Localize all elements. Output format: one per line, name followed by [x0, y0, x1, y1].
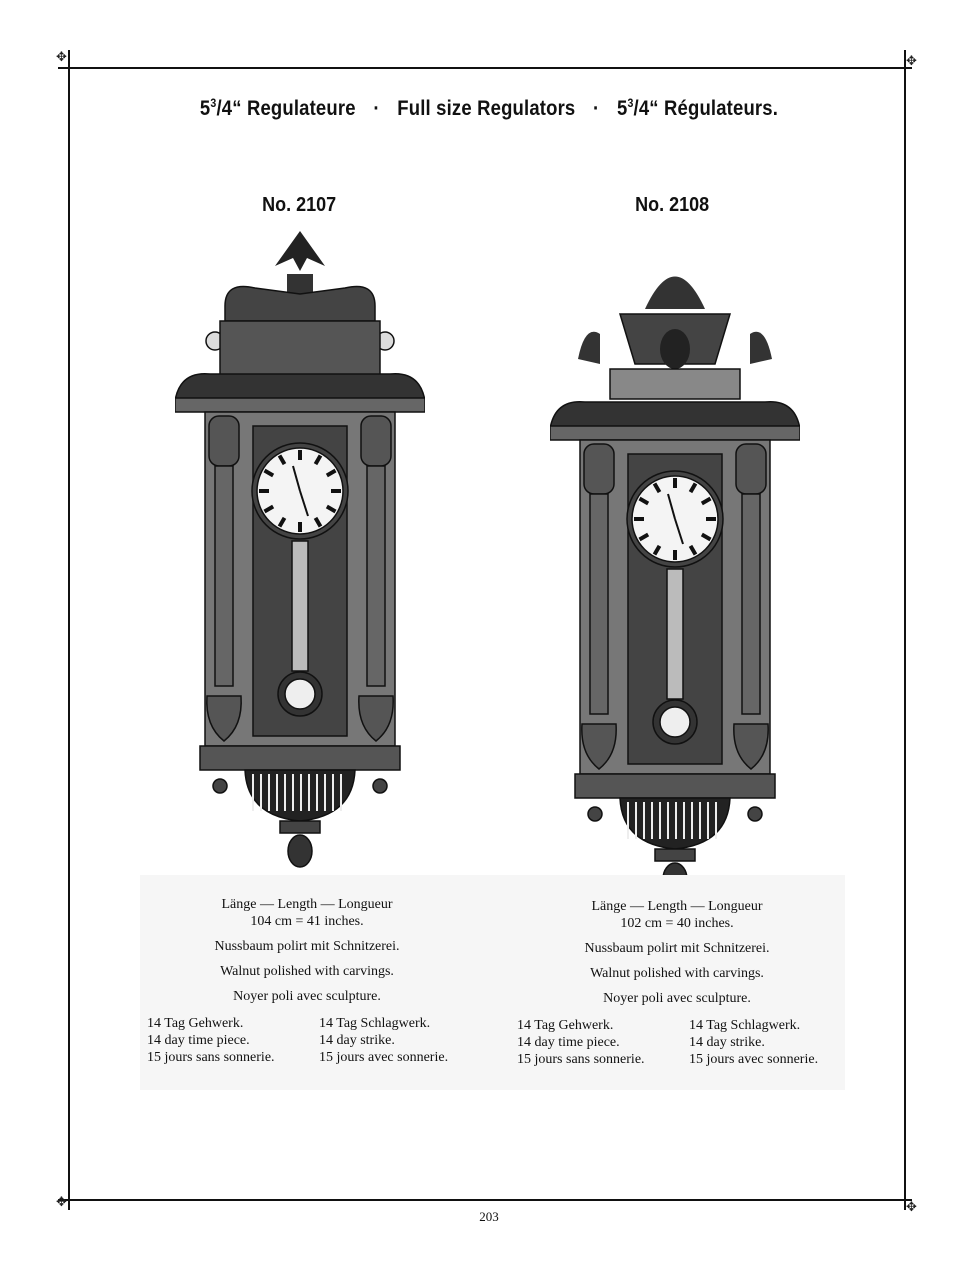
frame-left-rule [68, 50, 70, 1210]
description-2107: Länge — Length — Longueur 104 cm = 41 in… [147, 896, 467, 1066]
material-french: Noyer poli avec sculpture. [603, 991, 751, 1006]
movement-time: 14 Tag Gehwerk. [147, 1016, 244, 1031]
movement-strike: 14 day strike. [319, 1033, 395, 1048]
title-fraction-whole: 5 [199, 97, 211, 120]
description-background [140, 875, 845, 1090]
clock-illustration-2108 [549, 254, 801, 896]
page-number: 203 [479, 1209, 499, 1224]
left-column [206, 415, 242, 742]
length-label: Länge — Length — Longueur [221, 897, 393, 912]
right-column [733, 443, 769, 770]
length-value: 104 cm = 41 inches. [250, 914, 364, 929]
movement-strike: 15 jours avec sonnerie. [689, 1052, 819, 1067]
clock-dial-icon [251, 442, 349, 540]
title-separator: · [373, 97, 380, 120]
title-fraction-sup: 3 [627, 96, 634, 110]
length-label: Länge — Length — Longueur [591, 899, 763, 914]
right-column [358, 415, 394, 742]
clock-illustration-2107 [174, 226, 426, 876]
title-english: Full size Regulators [397, 97, 576, 120]
pendulum-icon [652, 568, 698, 745]
clock-dial-icon [626, 470, 724, 568]
movement-strike: 14 day strike. [689, 1035, 765, 1050]
frame-top-rule [58, 67, 912, 69]
movement-time: 14 day time piece. [147, 1033, 250, 1048]
movement-time: 15 jours sans sonnerie. [517, 1052, 645, 1067]
left-column [581, 443, 617, 770]
movement-time: 14 Tag Gehwerk. [517, 1018, 614, 1033]
fan-crest-icon [645, 276, 705, 309]
corner-ornament-icon: ✥ [906, 53, 917, 68]
angel-head-ornament-icon [660, 329, 690, 369]
material-german: Nussbaum polirt mit Schnitzerei. [584, 941, 770, 956]
movement-time: 15 jours sans sonnerie. [147, 1050, 275, 1065]
title-fraction-whole: 5 [617, 97, 628, 120]
title-separator: · [593, 97, 600, 120]
movement-strike: 14 Tag Schlagwerk. [319, 1016, 431, 1031]
material-german: Nussbaum polirt mit Schnitzerei. [214, 939, 400, 954]
pendulum-icon [277, 540, 323, 717]
movement-time: 14 day time piece. [517, 1035, 620, 1050]
model-number-2107: No. 2107 [262, 194, 337, 216]
corner-ornament-icon: ✥ [56, 1194, 67, 1209]
title-german: /4“ Regulateure [216, 97, 356, 120]
movement-strike: 14 Tag Schlagwerk. [689, 1018, 801, 1033]
corner-ornament-icon: ✥ [906, 1199, 917, 1214]
eagle-crest-icon [275, 231, 325, 294]
corner-ornament-icon: ✥ [56, 49, 67, 64]
frame-right-rule [904, 50, 906, 1210]
title-french: /4“ Régulateurs. [633, 97, 779, 120]
title-fraction-sup: 3 [210, 96, 217, 110]
frame-bottom-rule [58, 1199, 912, 1201]
material-english: Walnut polished with carvings. [590, 966, 764, 981]
model-number-2108: No. 2108 [635, 194, 710, 216]
movement-strike: 15 jours avec sonnerie. [319, 1050, 449, 1065]
length-value: 102 cm = 40 inches. [620, 916, 734, 931]
material-french: Noyer poli avec sculpture. [233, 989, 381, 1004]
description-2108: Länge — Length — Longueur 102 cm = 40 in… [517, 898, 837, 1068]
material-english: Walnut polished with carvings. [220, 964, 394, 979]
page-title: 53/4“ Regulateure · Full size Regulators… [59, 96, 920, 121]
